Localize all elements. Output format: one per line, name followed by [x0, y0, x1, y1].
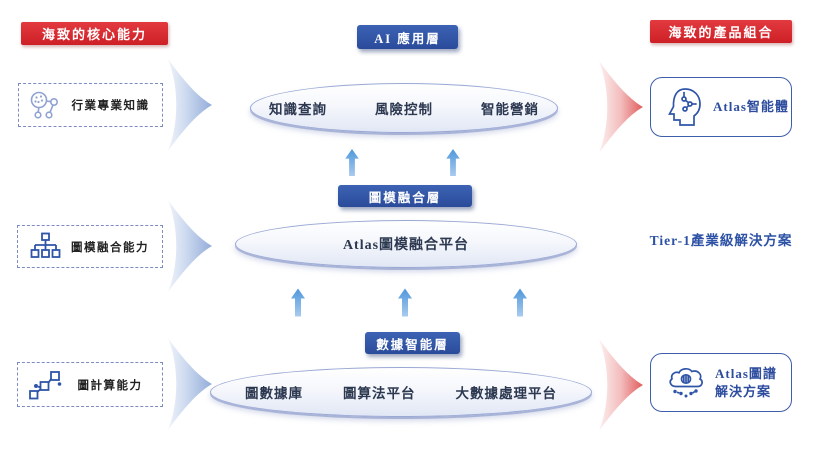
fusion-platform-ellipse: Atlas圖模融合平台 — [235, 220, 577, 268]
capability-industry-knowledge: 行業專業知識 — [18, 83, 163, 127]
flow-arrow-red-bottom — [597, 337, 645, 433]
capability-graph-computing: 圖計算能力 — [17, 362, 163, 407]
graph-cloud-icon — [665, 365, 705, 401]
product-label: Atlas圖譜 解決方案 — [715, 365, 777, 400]
core-capabilities-banner: 海致的核心能力 — [21, 22, 168, 45]
tier1-solution-label: Tier-1產業級解決方案 — [649, 233, 793, 248]
org-tree-icon — [28, 232, 62, 262]
product-label-line2: 解決方案 — [715, 383, 772, 399]
product-portfolio-banner: 海致的產品組合 — [650, 20, 792, 43]
app-risk-control: 風險控制 — [375, 102, 433, 117]
graph-network-icon — [28, 370, 62, 400]
ai-head-icon — [665, 87, 703, 127]
graph-model-fusion-layer-banner: 圖模融合層 — [338, 185, 472, 207]
capability-graph-model-fusion: 圖模融合能力 — [17, 225, 163, 268]
ai-application-layer-ellipse: 知識查詢 風險控制 智能營銷 — [250, 83, 558, 133]
ai-application-layer-banner: AI 應用層 — [357, 25, 458, 49]
data-intelligence-layer-ellipse: 圖數據庫 圖算法平台 大數據處理平台 — [210, 367, 592, 417]
graph-database: 圖數據庫 — [245, 386, 303, 401]
up-arrow — [291, 288, 305, 317]
graph-algorithm-platform: 圖算法平台 — [343, 386, 416, 401]
capability-label: 圖模融合能力 — [71, 241, 149, 254]
up-arrow — [513, 288, 527, 317]
product-label-line1: Atlas圖譜 — [715, 365, 777, 381]
product-atlas-agent: Atlas智能體 — [650, 77, 792, 137]
app-knowledge-query: 知識查詢 — [269, 102, 327, 117]
capability-label: 行業專業知識 — [71, 100, 150, 112]
product-label: Atlas智能體 — [713, 99, 789, 115]
up-arrow — [446, 149, 460, 176]
capability-label: 圖計算能力 — [77, 379, 143, 392]
flow-arrow-blue-middle — [166, 198, 214, 294]
product-atlas-graph-solution: Atlas圖譜 解決方案 — [650, 353, 792, 412]
app-smart-marketing: 智能營銷 — [481, 102, 539, 117]
data-intelligence-layer-banner: 數據智能層 — [365, 332, 460, 354]
knowledge-graph-icon — [29, 90, 63, 120]
flow-arrow-blue-bottom — [166, 336, 214, 432]
flow-arrow-red-top — [597, 59, 645, 155]
up-arrow — [398, 288, 412, 317]
big-data-platform: 大數據處理平台 — [455, 386, 557, 401]
atlas-fusion-platform: Atlas圖模融合平台 — [342, 238, 470, 253]
up-arrow — [345, 149, 359, 176]
flow-arrow-blue-top — [166, 57, 214, 153]
